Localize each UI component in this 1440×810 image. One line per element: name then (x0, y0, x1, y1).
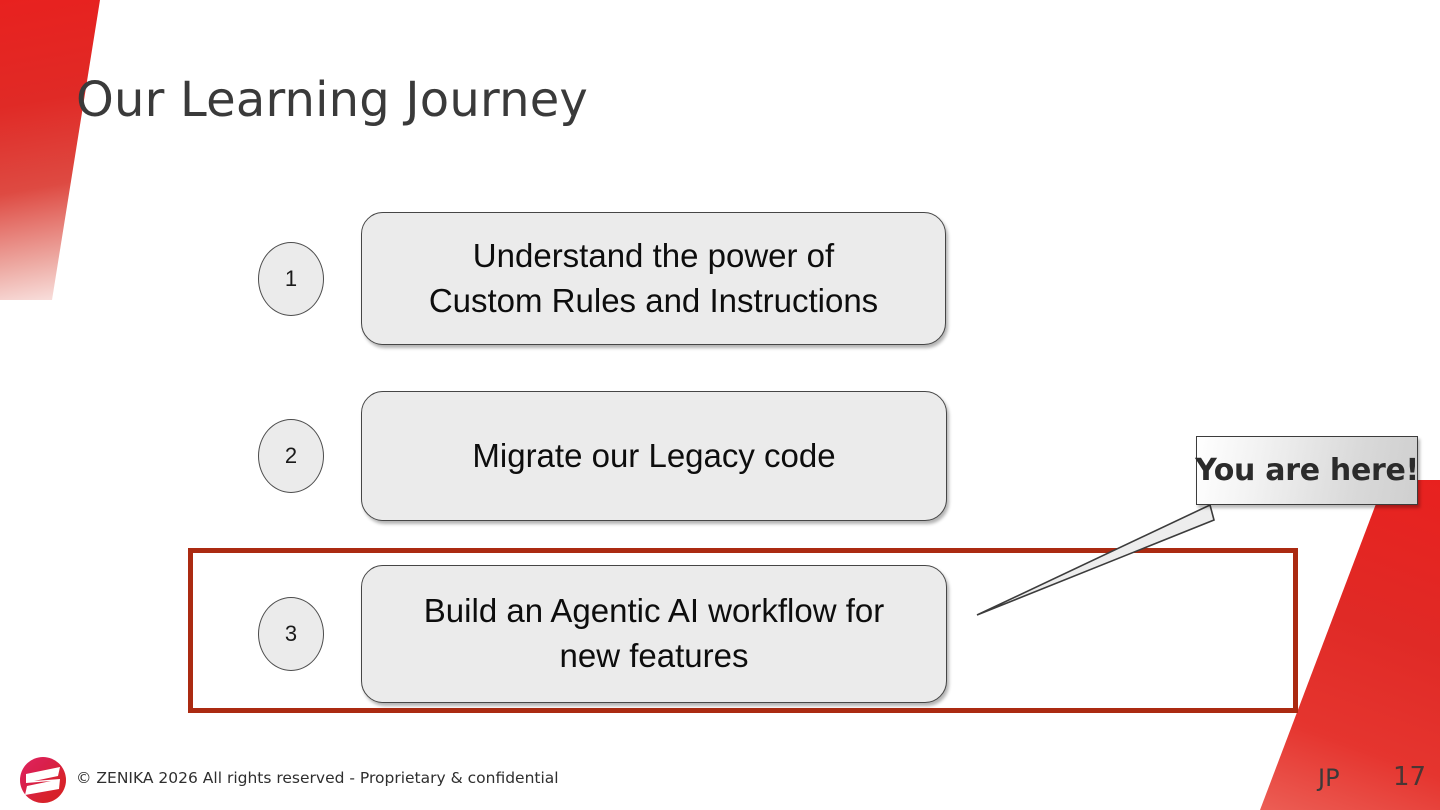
step-row-1: 1 Understand the power of Custom Rules a… (258, 212, 946, 345)
step-label-2: Migrate our Legacy code (472, 436, 836, 474)
step-box-1: Understand the power of Custom Rules and… (361, 212, 946, 345)
current-step-highlight-frame (188, 548, 1298, 713)
callout-label: You are here! (1195, 453, 1419, 488)
step-box-3: Build an Agentic AI workflow for new fea… (361, 565, 947, 703)
step-number-badge-2: 2 (258, 419, 324, 493)
zenika-logo-icon (20, 757, 66, 803)
you-are-here-callout: You are here! (1195, 436, 1419, 505)
step-number-badge-1: 1 (258, 241, 324, 316)
copyright-text: © ZENIKA 2026 All rights reserved - Prop… (76, 769, 559, 787)
step-label-1: Understand the power of Custom Rules and… (428, 236, 879, 319)
page-title: Our Learning Journey (76, 72, 589, 128)
step-row-2: 2 Migrate our Legacy code (258, 391, 947, 521)
author-initials: JP (1318, 764, 1340, 792)
step-number-badge-3: 3 (258, 597, 324, 671)
step-box-2: Migrate our Legacy code (361, 391, 947, 521)
step-row-3: 3 Build an Agentic AI workflow for new f… (258, 565, 947, 703)
top-left-red-wedge (0, 0, 100, 300)
page-number: 17 (1393, 762, 1427, 792)
step-label-3: Build an Agentic AI workflow for new fea… (423, 592, 885, 674)
zenika-z-glyph (25, 767, 60, 795)
